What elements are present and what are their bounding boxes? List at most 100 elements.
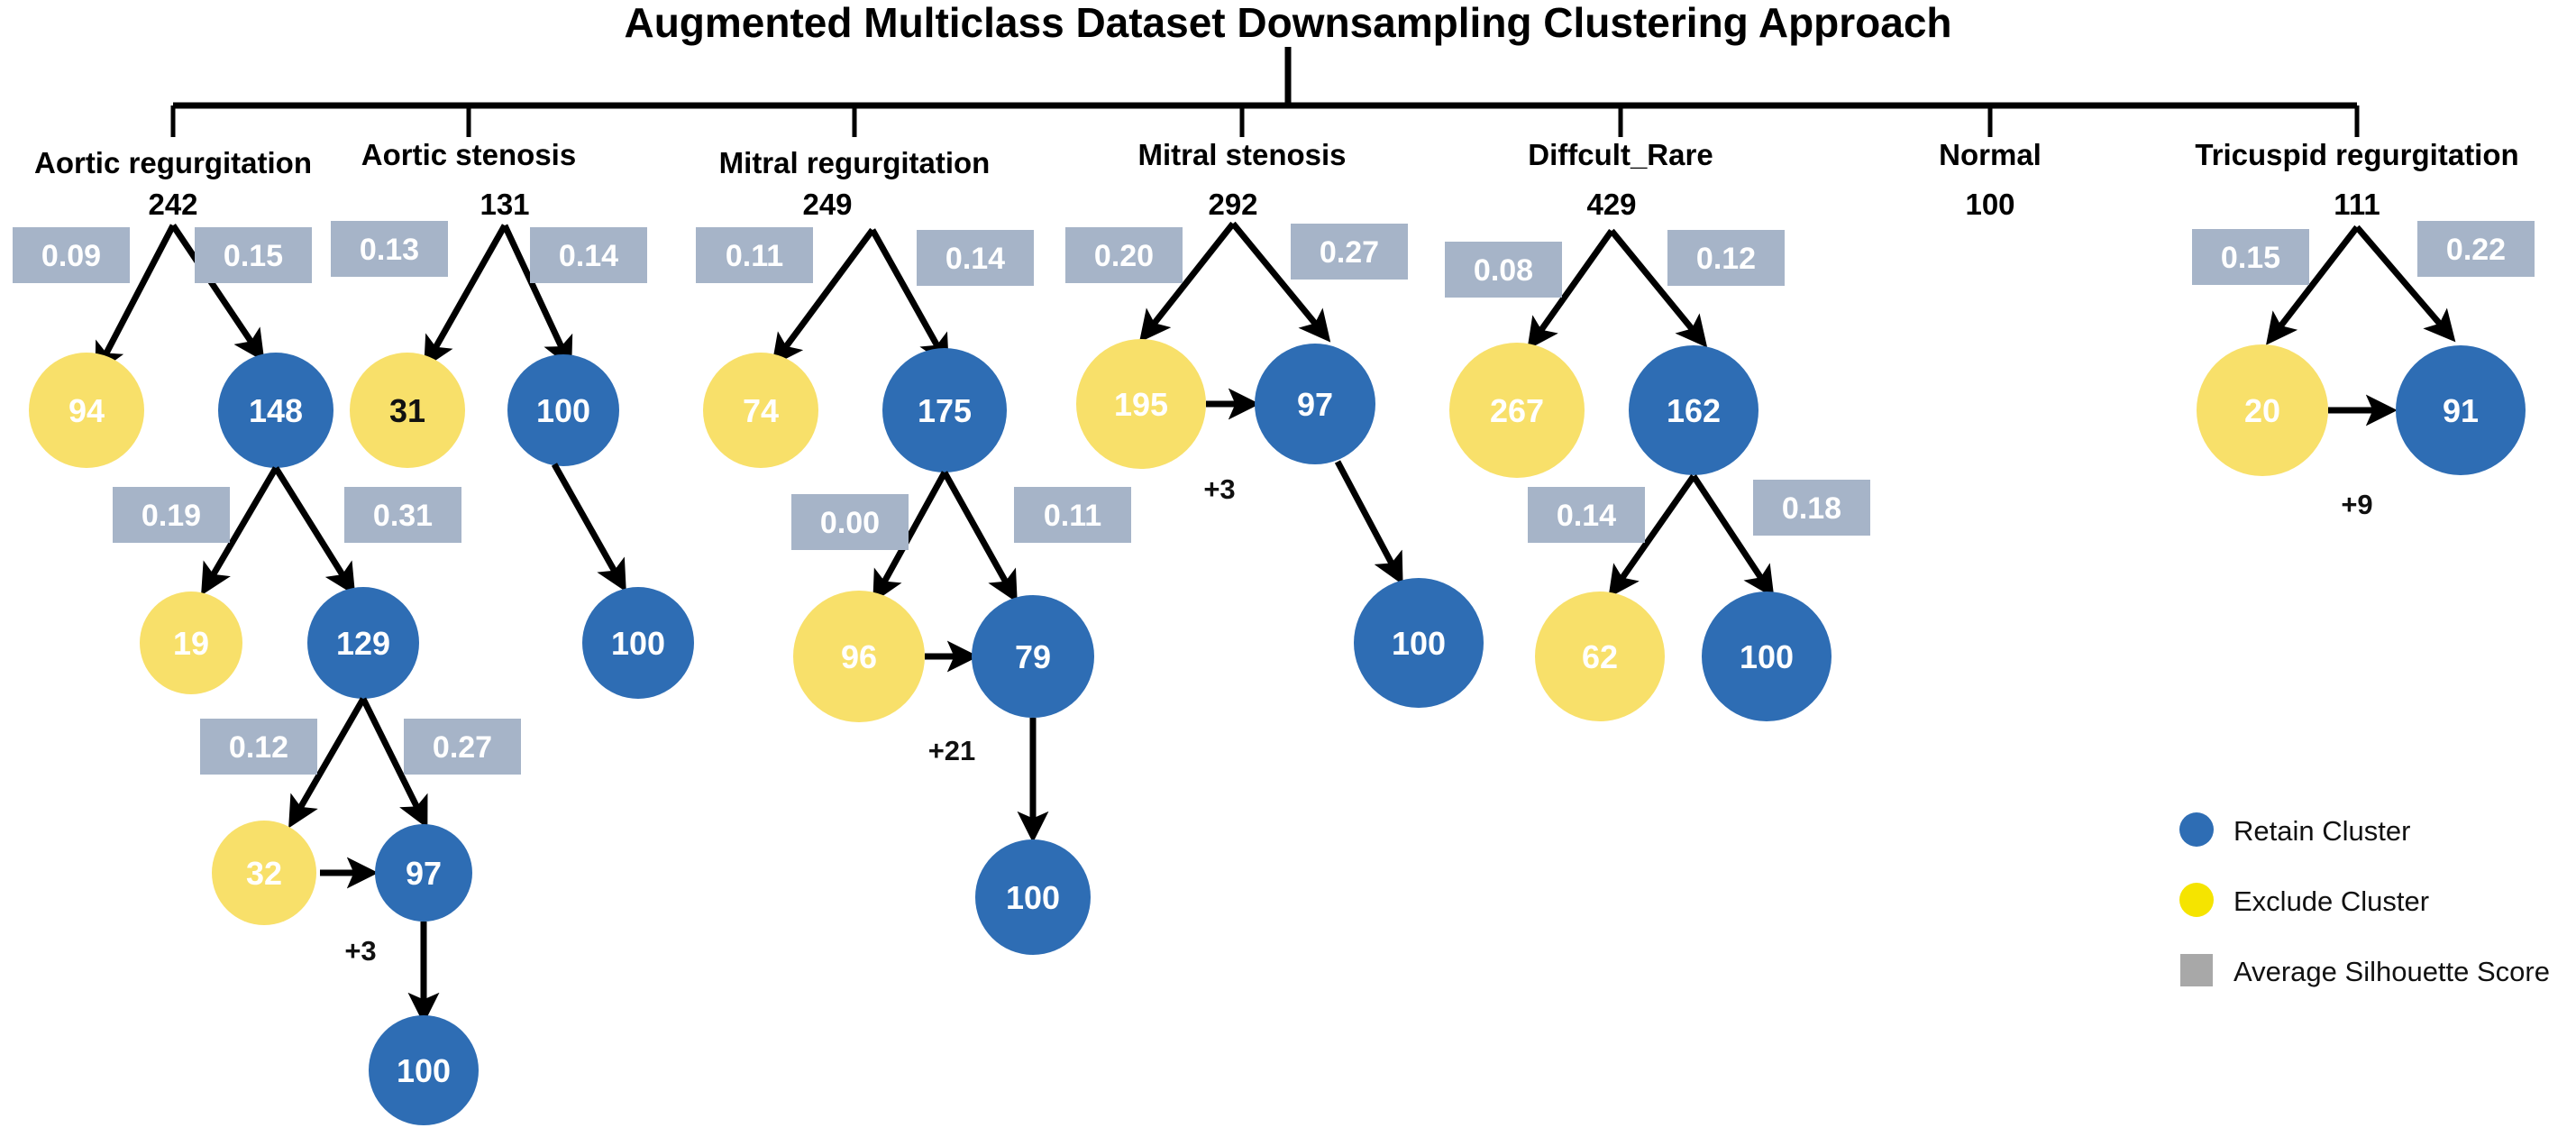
cluster-node-retain-final[interactable]: 100 xyxy=(369,1015,479,1125)
silhouette-score-box: 0.12 xyxy=(1667,230,1785,286)
silhouette-score-value: 0.12 xyxy=(229,730,288,765)
silhouette-score-box: 0.11 xyxy=(1014,487,1131,543)
silhouette-score-value: 0.19 xyxy=(142,499,201,533)
silhouette-score-value: 0.00 xyxy=(820,506,880,540)
cluster-node-value: 100 xyxy=(397,1052,451,1089)
legend-item-average-silhouette-score: Average Silhouette Score xyxy=(2180,954,2550,987)
cluster-node-value: 100 xyxy=(1740,638,1794,675)
legend-item-exclude-cluster: Exclude Cluster xyxy=(2179,883,2429,917)
cluster-node-retain[interactable]: 175 xyxy=(882,348,1007,472)
class-label: Mitral stenosis xyxy=(1137,138,1346,171)
silhouette-score-box: 0.27 xyxy=(1291,224,1408,280)
cluster-node-retain[interactable]: 91 xyxy=(2396,345,2526,475)
cluster-node-retain[interactable]: 129 xyxy=(307,587,419,699)
cluster-node-retain[interactable]: 100 xyxy=(507,354,619,466)
merge-delta-label: +21 xyxy=(928,735,976,766)
cluster-node-value: 19 xyxy=(173,625,209,662)
cluster-node-value: 91 xyxy=(2443,392,2479,429)
cluster-node-exclude[interactable]: 20 xyxy=(2197,344,2328,476)
class-label: Normal xyxy=(1939,138,2042,171)
class-label: Tricuspid regurgitation xyxy=(2195,138,2518,171)
merge-delta-label: +3 xyxy=(1203,473,1235,505)
class-label: Aortic stenosis xyxy=(361,138,576,171)
class-branch-diffcult-rare: Diffcult_Rare 429 0.08 0.12 267 162 xyxy=(1445,138,1870,721)
cluster-node-retain[interactable]: 97 xyxy=(375,824,472,922)
cluster-node-exclude[interactable]: 94 xyxy=(29,353,144,468)
silhouette-score-value: 0.08 xyxy=(1474,253,1533,288)
legend-label: Average Silhouette Score xyxy=(2233,956,2550,987)
class-branch-tricuspid-regurgitation: Tricuspid regurgitation 111 0.15 0.22 20… xyxy=(2192,138,2535,520)
class-count: 111 xyxy=(2334,188,2380,221)
class-branch-normal: Normal 100 xyxy=(1939,138,2042,221)
class-count: 100 xyxy=(1965,188,2014,221)
cluster-node-retain-final[interactable]: 100 xyxy=(582,587,694,699)
cluster-node-value: 97 xyxy=(1297,386,1333,423)
cluster-node-exclude[interactable]: 19 xyxy=(140,592,242,694)
silhouette-score-value: 0.14 xyxy=(559,239,618,273)
cluster-node-retain-final[interactable]: 100 xyxy=(975,839,1091,955)
class-count: 242 xyxy=(148,188,197,221)
silhouette-score-box: 0.08 xyxy=(1445,242,1562,298)
silhouette-score-value: 0.15 xyxy=(2221,241,2280,275)
cluster-node-value: 96 xyxy=(841,638,877,675)
silhouette-score-value: 0.18 xyxy=(1782,491,1841,526)
class-label: Mitral regurgitation xyxy=(719,146,991,179)
legend: Retain Cluster Exclude Cluster Average S… xyxy=(2179,812,2550,987)
cluster-node-retain[interactable]: 162 xyxy=(1629,345,1758,475)
page-title: Augmented Multiclass Dataset Downsamplin… xyxy=(624,0,1951,46)
cluster-node-exclude[interactable]: 96 xyxy=(793,591,925,722)
silhouette-score-value: 0.11 xyxy=(1044,499,1101,533)
cluster-node-value: 129 xyxy=(336,625,390,662)
cluster-node-value: 20 xyxy=(2244,392,2280,429)
cluster-node-value: 31 xyxy=(389,392,425,429)
cluster-node-value: 97 xyxy=(406,855,442,892)
silhouette-score-box: 0.13 xyxy=(331,221,448,277)
silhouette-score-value: 0.15 xyxy=(224,239,283,273)
silhouette-score-box: 0.11 xyxy=(696,227,813,283)
silhouette-score-box: 0.14 xyxy=(530,227,647,283)
root-connector-bus xyxy=(170,47,2360,137)
cluster-node-retain[interactable]: 79 xyxy=(972,595,1094,718)
cluster-node-retain[interactable]: 148 xyxy=(218,353,333,468)
cluster-node-retain-final[interactable]: 100 xyxy=(1354,578,1484,708)
legend-label: Retain Cluster xyxy=(2233,815,2410,847)
cluster-node-retain-final[interactable]: 100 xyxy=(1702,592,1832,721)
exclude-cluster-marker-icon xyxy=(2179,883,2214,917)
class-label: Aortic regurgitation xyxy=(34,146,312,179)
silhouette-score-marker-icon xyxy=(2180,954,2213,986)
retain-cluster-marker-icon xyxy=(2179,812,2214,847)
cluster-node-retain[interactable]: 97 xyxy=(1255,344,1375,464)
legend-label: Exclude Cluster xyxy=(2233,885,2429,917)
merge-delta-label: +9 xyxy=(2341,489,2372,520)
class-branch-aortic-regurgitation: Aortic regurgitation 242 0.09 0.15 94 1 xyxy=(13,146,521,1125)
cluster-node-exclude[interactable]: 195 xyxy=(1076,339,1206,469)
cluster-node-exclude[interactable]: 32 xyxy=(212,821,316,925)
class-branch-mitral-stenosis: Mitral stenosis 292 0.20 0.27 195 97 +3 xyxy=(1065,138,1484,708)
silhouette-score-value: 0.09 xyxy=(41,239,101,273)
cluster-node-exclude[interactable]: 62 xyxy=(1535,592,1665,721)
cluster-node-value: 79 xyxy=(1015,638,1051,675)
silhouette-score-box: 0.00 xyxy=(791,494,909,550)
cluster-node-exclude[interactable]: 74 xyxy=(703,353,818,468)
cluster-node-exclude[interactable]: 267 xyxy=(1449,343,1585,478)
silhouette-score-value: 0.31 xyxy=(373,499,433,533)
cluster-node-value: 195 xyxy=(1114,386,1168,423)
class-label: Diffcult_Rare xyxy=(1528,138,1713,171)
legend-item-retain-cluster: Retain Cluster xyxy=(2179,812,2410,847)
cluster-node-value: 32 xyxy=(246,855,282,892)
cluster-node-value: 148 xyxy=(249,392,303,429)
silhouette-score-box: 0.09 xyxy=(13,227,130,283)
class-count: 292 xyxy=(1208,188,1257,221)
cluster-node-value: 100 xyxy=(536,392,590,429)
silhouette-score-box: 0.19 xyxy=(113,487,230,543)
silhouette-score-value: 0.12 xyxy=(1696,242,1756,276)
cluster-node-value: 62 xyxy=(1582,638,1618,675)
silhouette-score-box: 0.22 xyxy=(2417,221,2535,277)
class-count: 429 xyxy=(1586,188,1636,221)
silhouette-score-box: 0.27 xyxy=(404,719,521,775)
cluster-node-value: 100 xyxy=(611,625,665,662)
cluster-node-value: 100 xyxy=(1006,879,1060,916)
cluster-node-exclude[interactable]: 31 xyxy=(350,353,465,468)
silhouette-score-value: 0.11 xyxy=(726,239,783,273)
